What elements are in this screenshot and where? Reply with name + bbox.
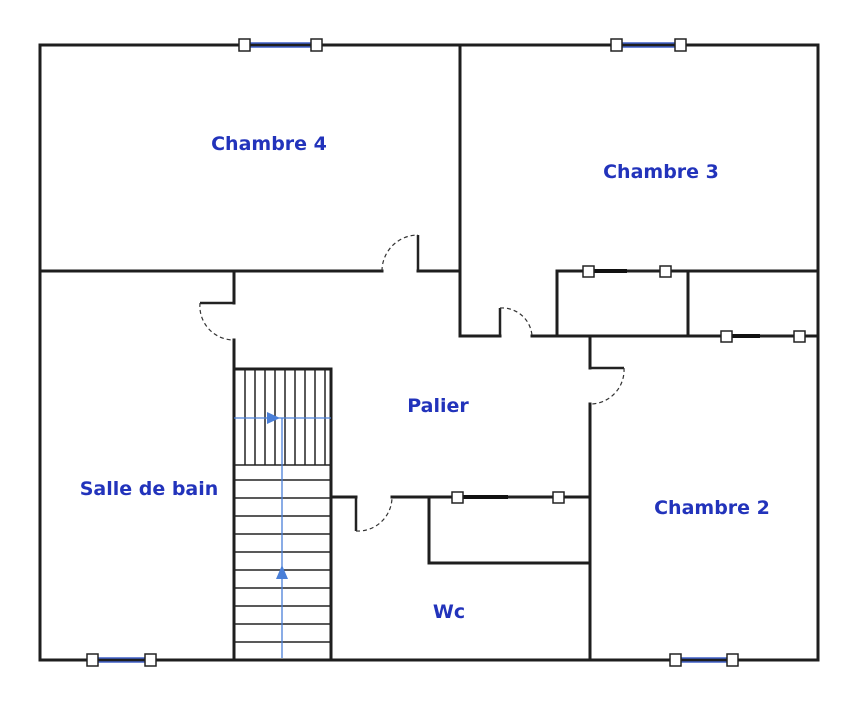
sliding-door-closet-2 xyxy=(720,330,806,343)
window-salle-de-bain xyxy=(86,653,157,667)
window-chambre-4 xyxy=(238,38,323,52)
staircase xyxy=(234,369,331,658)
windows xyxy=(86,38,806,667)
room-label-chambre-2: Chambre 2 xyxy=(654,497,770,519)
doors xyxy=(199,234,625,532)
room-label-chambre-3: Chambre 3 xyxy=(603,161,719,183)
window-chambre-3 xyxy=(610,38,687,52)
window-chambre-2 xyxy=(669,653,739,667)
outer-walls xyxy=(38,43,820,662)
door-wc xyxy=(354,496,393,532)
door-chambre-3 xyxy=(498,307,533,337)
door-chambre-2 xyxy=(589,366,625,405)
room-label-palier: Palier xyxy=(407,395,469,417)
stair-arrow-up-icon xyxy=(276,565,288,579)
stair-arrow-right-icon xyxy=(267,412,280,424)
room-label-chambre-4: Chambre 4 xyxy=(211,133,327,155)
room-label-salle-de-bain: Salle de bain xyxy=(79,478,219,500)
door-salle-de-bain xyxy=(199,301,235,341)
sliding-door-closet-1 xyxy=(582,265,672,278)
door-chambre-4 xyxy=(381,234,420,272)
interior-walls xyxy=(38,43,820,662)
room-label-wc: Wc xyxy=(432,601,466,623)
sliding-door-closet-3 xyxy=(451,491,565,504)
